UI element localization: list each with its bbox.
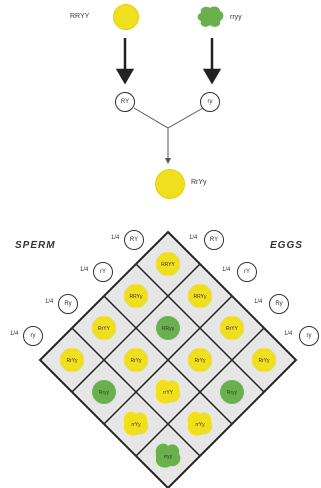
- yellow-round-pea-icon: [60, 348, 84, 372]
- offspring-genotype: Rryy: [227, 390, 238, 396]
- green-round-pea-icon: [92, 380, 116, 404]
- yellow-round-pea-icon: [188, 348, 212, 372]
- sperm-fraction-3: 1/4: [45, 299, 54, 305]
- sperm-gamete-4: ry: [23, 326, 43, 346]
- sperm-label: SPERM: [15, 240, 56, 251]
- yellow-round-pea-icon: [124, 348, 148, 372]
- cross-arrows: [115, 38, 222, 164]
- offspring-genotype: rrYy: [131, 422, 141, 428]
- offspring-genotype: rrYY: [163, 390, 174, 396]
- f1-genotype: RrYy: [191, 179, 207, 186]
- sperm-gamete-2: rY: [93, 262, 113, 282]
- egg-gamete-4: ry: [299, 326, 319, 346]
- sperm-gamete-3: Ry: [58, 294, 78, 314]
- offspring-genotype: RRyy: [162, 326, 175, 332]
- f1-yellow-round-pea-icon: [155, 169, 185, 199]
- yellow-round-pea-icon: [252, 348, 276, 372]
- egg-fraction-1: 1/4: [189, 235, 198, 241]
- egg-gamete-3: Ry: [269, 294, 289, 314]
- parent-2-genotype: rryy: [230, 14, 242, 21]
- offspring-genotype: RRYy: [194, 294, 207, 300]
- egg-fraction-2: 1/4: [222, 267, 231, 273]
- eggs-label: EGGS: [270, 240, 303, 251]
- offspring-genotype: rrYy: [195, 422, 205, 428]
- egg-gamete-1: RY: [204, 230, 224, 250]
- egg-gamete-2: rY: [237, 262, 257, 282]
- offspring-genotype: RrYY: [226, 326, 239, 332]
- offspring-genotype: RrYy: [258, 358, 270, 364]
- sperm-gamete-1: RY: [124, 230, 144, 250]
- yellow-round-pea-icon: [188, 284, 212, 308]
- parent-green-wrinkled-pea-icon: [197, 6, 224, 27]
- green-wrinkled-pea-icon: [155, 443, 181, 468]
- parent-2-gamete: ry: [200, 92, 220, 112]
- offspring-genotype: RrYy: [130, 358, 142, 364]
- parent-1-genotype: RRYY: [70, 13, 90, 20]
- green-round-pea-icon: [220, 380, 244, 404]
- sperm-fraction-1: 1/4: [111, 235, 120, 241]
- yellow-round-pea-icon: [92, 316, 116, 340]
- grid-line: [71, 327, 201, 457]
- parent-1-gamete: RY: [115, 92, 135, 112]
- offspring-genotype: RrYy: [66, 358, 78, 364]
- sperm-fraction-4: 1/4: [10, 331, 19, 337]
- sperm-fraction-2: 1/4: [80, 267, 89, 273]
- green-round-pea-icon: [156, 316, 180, 340]
- offspring-genotype: RrYy: [194, 358, 206, 364]
- grid-line: [135, 327, 265, 457]
- yellow-round-pea-icon: [124, 284, 148, 308]
- offspring-genotype: RRYY: [161, 262, 175, 268]
- yellow-wrinkled-pea-icon: [187, 411, 213, 436]
- yellow-round-pea-icon: [220, 316, 244, 340]
- offspring-genotype: rryy: [164, 454, 173, 460]
- egg-fraction-4: 1/4: [284, 331, 293, 337]
- egg-fraction-3: 1/4: [254, 299, 263, 305]
- yellow-wrinkled-pea-icon: [155, 379, 181, 404]
- offspring-genotype: RrYY: [98, 326, 111, 332]
- yellow-wrinkled-pea-icon: [123, 411, 149, 436]
- offspring-genotype: RRYy: [130, 294, 143, 300]
- parent-yellow-round-pea-icon: [113, 4, 139, 30]
- yellow-round-pea-icon: [156, 252, 180, 276]
- offspring-genotype: Rryy: [99, 390, 110, 396]
- grid-line: [103, 295, 233, 425]
